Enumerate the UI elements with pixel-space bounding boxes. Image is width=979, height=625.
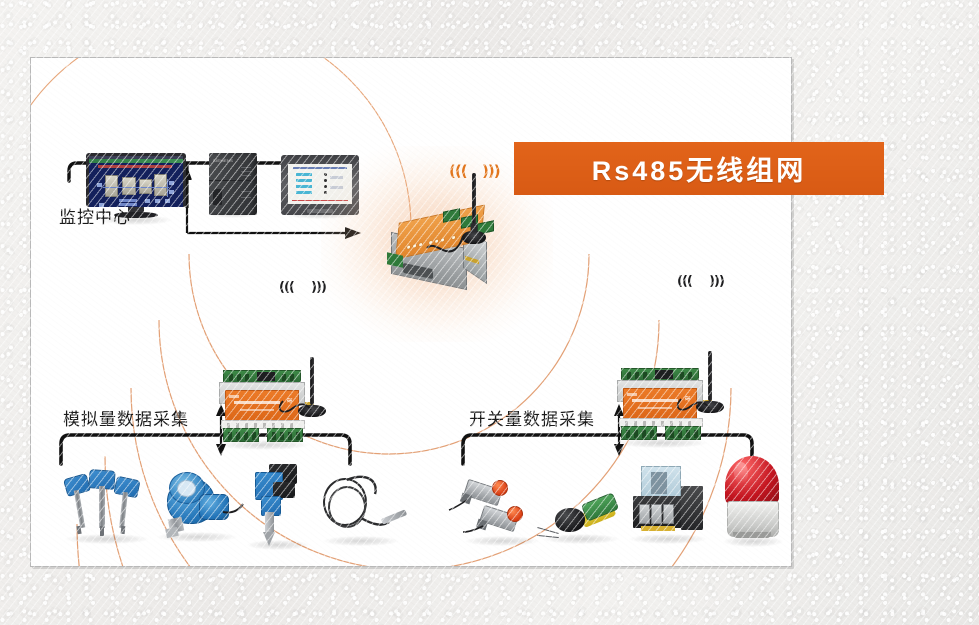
node-wifi-glyph: ≋ <box>286 396 293 405</box>
analog-node-cable <box>278 400 312 413</box>
gateway-antenna-cable <box>426 235 464 253</box>
connector-lines <box>59 161 754 466</box>
float-switch <box>537 476 627 548</box>
digital-node-signal-waves: ((( ((( <box>677 274 725 289</box>
pressure-transmitter <box>149 470 245 546</box>
analog-node-signal-waves: ((( ((( <box>279 280 327 295</box>
thermocouple-coil <box>317 474 408 550</box>
banner-title-text: Rs485无线组网 <box>591 156 807 186</box>
digital-node-antenna <box>696 343 724 423</box>
label-analog-acquisition: 模拟量数据采集 <box>63 410 189 430</box>
hmi-screen <box>288 164 352 204</box>
node-wifi-glyph: ≋ <box>684 394 691 403</box>
digital-node-cable <box>676 398 710 411</box>
relay-module <box>625 464 711 548</box>
analog-node: ≋ <box>217 370 314 450</box>
alarm-beacon <box>719 456 787 552</box>
level-sensor <box>243 462 315 554</box>
monitor-screen <box>86 153 186 207</box>
hmi-panel <box>281 155 359 219</box>
gateway-signal-waves: ((( ((( <box>449 162 501 180</box>
scada-monitor <box>86 153 186 225</box>
diagram-panel: SIEMENS <box>30 57 792 567</box>
digital-node: ≋ <box>615 368 712 448</box>
plc-brand-text: SIEMENS <box>213 158 234 163</box>
indicator-lamps <box>448 474 545 550</box>
gateway-antenna <box>461 161 487 247</box>
temperature-probes <box>61 466 153 546</box>
label-monitoring-center: 监控中心 <box>59 208 131 228</box>
plc-controller: SIEMENS <box>207 153 259 218</box>
label-digital-acquisition: 开关量数据采集 <box>469 410 595 430</box>
title-banner: Rs485无线组网 <box>514 142 884 195</box>
analog-node-antenna <box>298 349 326 427</box>
